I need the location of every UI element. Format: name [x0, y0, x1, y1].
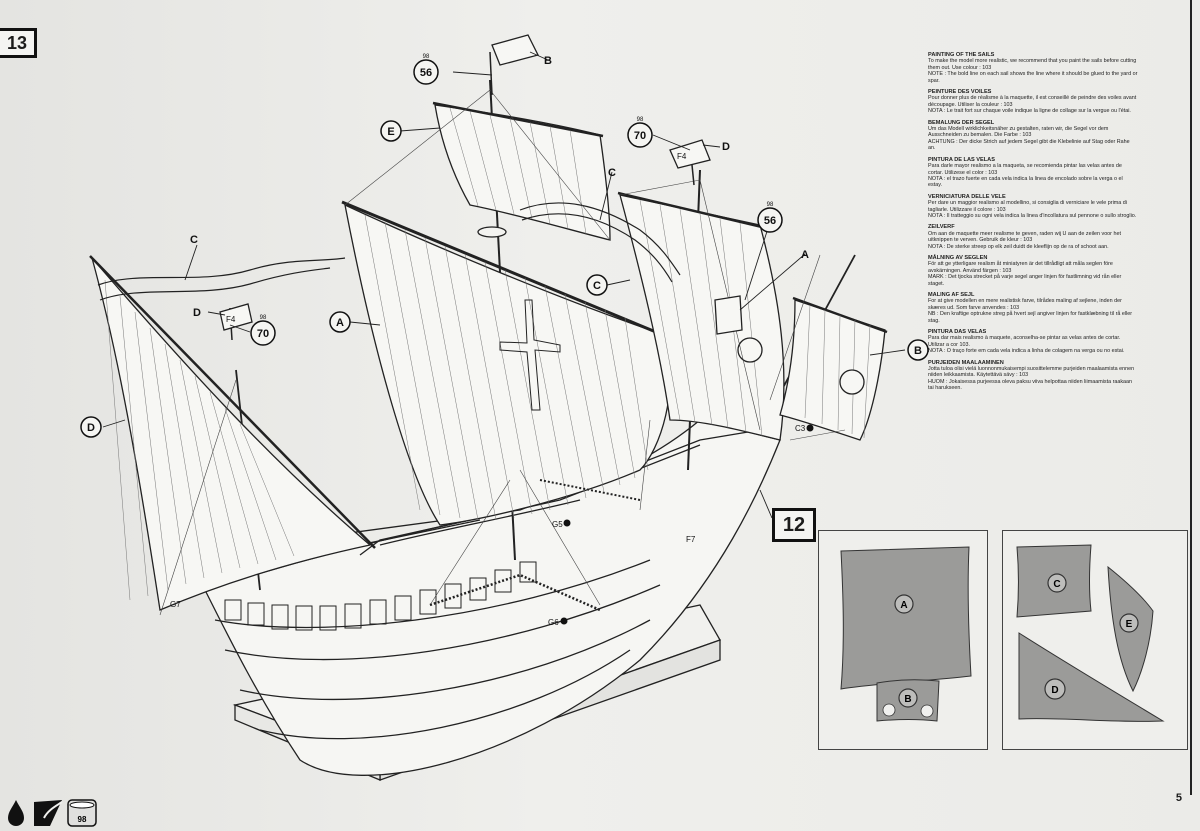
label-b-flag: B — [544, 55, 552, 67]
page-number: 5 — [1175, 792, 1182, 804]
part-g6: G6 — [548, 618, 559, 627]
main-yard — [341, 200, 669, 339]
flag-b — [491, 34, 539, 66]
sprit-sail-b — [779, 299, 886, 441]
paint-98-fore: 98 — [637, 117, 644, 123]
callout-70-fore — [627, 122, 653, 148]
part-f7: F7 — [686, 535, 696, 544]
sail-cutout-insets: A B C E D — [818, 530, 1188, 750]
paint-98-fore2: 98 — [767, 202, 774, 208]
label-56-fore: 56 — [764, 215, 776, 227]
mizzen-sail-d — [91, 257, 372, 611]
paint-number: 98 — [78, 815, 87, 824]
flag-d-fore — [669, 139, 711, 169]
flag-mark-mizzen: F4 — [226, 315, 236, 324]
inset-sails-a-b: A B — [818, 530, 988, 750]
label-b-sprit: B — [914, 345, 922, 357]
callout-70-mizzen — [250, 320, 276, 346]
paint-symbols: 98 — [8, 799, 97, 827]
label-d-mizzen-flag: D — [193, 307, 201, 319]
paint-98-mizzen: 98 — [260, 315, 267, 321]
callout-56-fore — [757, 207, 783, 233]
callout-e — [380, 120, 402, 142]
inset-label-c: C — [1053, 579, 1060, 590]
inset-sails-c-d-e: C E D — [1002, 530, 1188, 750]
callout-a — [329, 311, 351, 333]
step-number-13: 13 — [0, 28, 37, 58]
label-a: A — [336, 317, 344, 329]
cutout-sail-a — [840, 546, 972, 690]
inset-label-a: A — [900, 600, 907, 611]
page-frame — [1190, 0, 1192, 795]
paint-drop-icon — [8, 800, 24, 826]
step-reference-12: 12 — [772, 508, 816, 542]
label-c-main: C — [593, 280, 601, 292]
inset-label-b: B — [904, 694, 911, 705]
flag-a — [714, 295, 743, 335]
part-g7: G7 — [170, 600, 181, 609]
callout-b-sprit — [907, 339, 929, 361]
main-sail-a — [344, 203, 671, 526]
part-c3: C3 — [795, 424, 806, 433]
flag-d-mizzen — [219, 303, 253, 331]
callout-c-main — [586, 274, 608, 296]
part-g5: G5 — [552, 520, 563, 529]
label-c-mizzen: C — [190, 234, 198, 246]
label-70-fore: 70 — [634, 130, 646, 142]
fore-sail — [619, 194, 785, 441]
label-d-mizzen: D — [87, 422, 95, 434]
callout-56-top — [413, 59, 439, 85]
callout-d-mizzen — [80, 416, 102, 438]
flag-mark-fore: F4 — [677, 152, 687, 161]
label-70-mizzen: 70 — [257, 328, 269, 340]
label-d-fore: D — [722, 141, 730, 153]
label-e: E — [387, 126, 394, 138]
inset-label-d: D — [1051, 685, 1058, 696]
label-a-flag: A — [801, 249, 809, 261]
paint-98-top: 98 — [423, 54, 430, 60]
label-56-top: 56 — [420, 67, 432, 79]
label-c-pennant: C — [608, 167, 616, 179]
inset-label-e: E — [1126, 619, 1133, 630]
